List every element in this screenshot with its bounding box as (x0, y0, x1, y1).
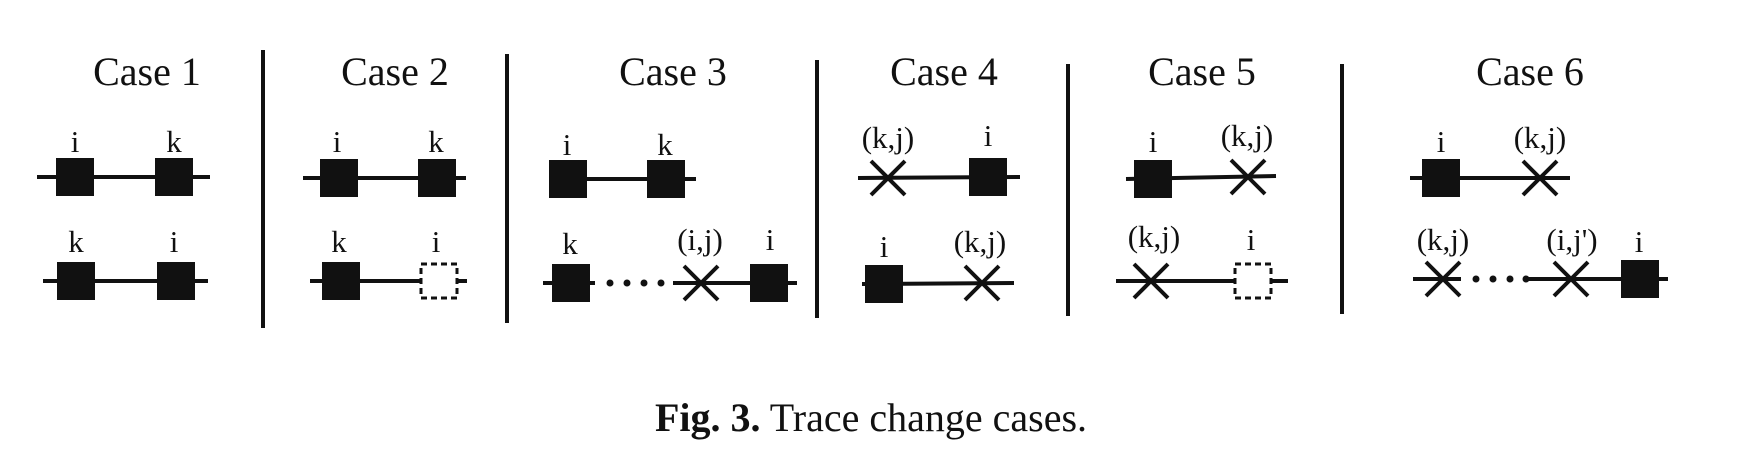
case-2-row-2-removed-node-i (419, 262, 459, 300)
case-2-row-2-label-1: k (331, 224, 347, 259)
case-6-row-2-cross-ij-prime (1552, 260, 1590, 298)
case-4-row-2-cross-kj-stroke-b (963, 264, 1001, 302)
case-5-row-2-label-1: (k,j) (1128, 219, 1181, 254)
case-6-row-2-label-2: (i,j') (1546, 222, 1597, 257)
case-3-row-2-ellipsis-dot-4 (657, 279, 665, 287)
case-1-row-2-label-1: k (68, 224, 84, 259)
case-6-row-1-cross-kj-stroke-b (1521, 159, 1559, 197)
case-1-row-2-label-2: i (170, 224, 179, 259)
case-3-row-2-ellipsis-dot-1 (606, 279, 614, 287)
case-4-row-1-cross-kj (869, 159, 907, 197)
case-6-row-2-cross-kj-stroke-b (1424, 260, 1462, 298)
case-3-row-1-node-k (647, 160, 685, 198)
case-3-row-2-label-1: k (562, 226, 578, 261)
case-2-row-1-label-2: k (428, 124, 444, 159)
case-3-row-1-node-i (549, 160, 587, 198)
case-6-row-2-ellipsis-dot-4 (1522, 275, 1530, 283)
case-1-row-1-node-i (56, 158, 94, 196)
trace-marks (37, 158, 1668, 303)
case-dividers (261, 50, 1344, 328)
case-3-row-2-cross-ij (682, 264, 720, 302)
case-3-title: Case 3 (619, 49, 727, 94)
case-6-row-1-label-1: i (1437, 124, 1446, 159)
case-3-row-2-label-2: (i,j) (677, 222, 723, 257)
case-6-row-2-cross-kj (1424, 260, 1462, 298)
case-4-row-2-label-2: (k,j) (954, 224, 1007, 259)
case-5-row-2-label-2: i (1247, 222, 1256, 257)
case-1-row-1-node-k (155, 158, 193, 196)
case-4-row-1-label-2: i (984, 118, 993, 153)
case-2-row-2-label-2: i (432, 224, 441, 259)
case-3-row-2-ellipsis-dot-3 (640, 279, 648, 287)
case-5-row-2-cross-kj (1132, 262, 1170, 300)
case-5-row-2-removed-node-i (1233, 262, 1273, 300)
case-3-row-2-label-3: i (766, 222, 775, 257)
case-3-row-1-label-2: k (657, 127, 673, 162)
case-2-row-2-node-k (322, 262, 360, 300)
case-6-row-2-ellipsis-dot-1 (1472, 275, 1480, 283)
case-1-title: Case 1 (93, 49, 201, 94)
case-4-row-2-cross-kj (963, 264, 1001, 302)
case-6-row-1-cross-kj (1521, 159, 1559, 197)
case-6-row-2-cross-ij-prime-stroke-b (1552, 260, 1590, 298)
case-6-title: Case 6 (1476, 49, 1584, 94)
case-5-row-1-node-i (1134, 160, 1172, 198)
case-3-row-2-cross-ij-stroke-b (682, 264, 720, 302)
case-5-row-2-cross-kj-stroke-b (1132, 262, 1170, 300)
case-4-row-2-node-i (865, 265, 903, 303)
caption-figure-number: Fig. 3. (655, 395, 761, 440)
case-2-title: Case 2 (341, 49, 449, 94)
case-5-row-1-cross-kj (1229, 158, 1267, 196)
case-6-row-2-node-i (1621, 260, 1659, 298)
case-4-row-1-cross-kj-stroke-b (869, 159, 907, 197)
case-4-title: Case 4 (890, 49, 998, 94)
case-2-row-1-node-k (418, 159, 456, 197)
case-3-row-2-ellipsis-dot-2 (623, 279, 631, 287)
case-1-row-2-node-k (57, 262, 95, 300)
case-1-row-2-node-i (157, 262, 195, 300)
case-6-row-2-ellipsis-dot-3 (1506, 275, 1514, 283)
case-4-row-1-label-1: (k,j) (862, 120, 915, 155)
case-5-title: Case 5 (1148, 49, 1256, 94)
case-6-row-1-label-2: (k,j) (1514, 120, 1567, 155)
caption-text: Trace change cases. (761, 395, 1088, 440)
case-4-row-2-label-1: i (880, 229, 889, 264)
figure-caption: Fig. 3. Trace change cases. (655, 395, 1087, 440)
case-1-row-1-label-1: i (71, 124, 80, 159)
case-3-row-1-label-1: i (563, 127, 572, 162)
case-2-row-1-node-i (320, 159, 358, 197)
case-5-row-1-cross-kj-stroke-b (1229, 158, 1267, 196)
case-3-row-2-node-i (750, 264, 788, 302)
case-4-row-1-node-i (969, 158, 1007, 196)
case-2-row-1-label-1: i (333, 124, 342, 159)
case-6-row-2-label-3: i (1635, 224, 1644, 259)
case-5-row-1-label-2: (k,j) (1221, 118, 1274, 153)
case-6-row-2-ellipsis-dot-2 (1489, 275, 1497, 283)
case-1-row-1-label-2: k (166, 124, 182, 159)
case-6-row-2-label-1: (k,j) (1417, 222, 1470, 257)
case-6-row-1-node-i (1422, 159, 1460, 197)
case-3-row-2-node-k (552, 264, 590, 302)
case-5-row-1-label-1: i (1149, 124, 1158, 159)
